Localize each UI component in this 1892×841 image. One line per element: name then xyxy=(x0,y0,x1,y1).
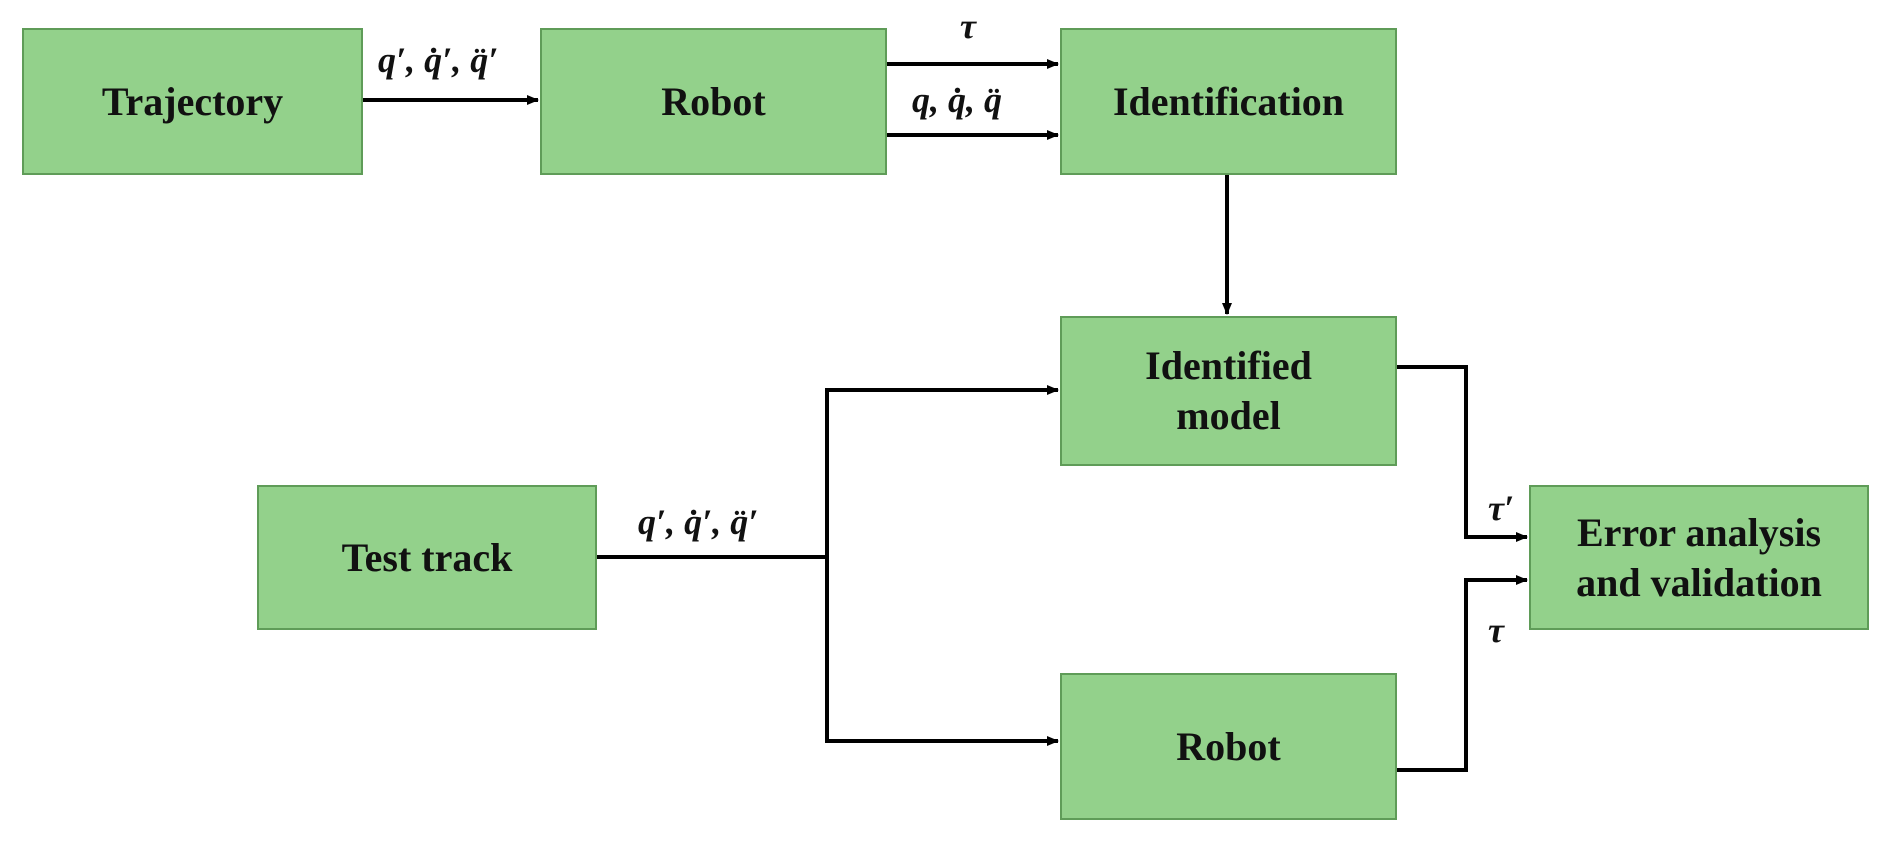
test-track-label: Test track xyxy=(341,534,513,580)
test-track-box: Test track xyxy=(257,485,597,630)
edge-label-q-top: q, q̇, q̈ xyxy=(912,80,1002,120)
arrow-branch-to-robot xyxy=(825,557,1059,746)
identification-box: Identification xyxy=(1060,28,1397,175)
robot-box-bottom: Robot xyxy=(1060,673,1397,820)
arrow-branch-to-model xyxy=(825,385,1059,557)
arrow-model-to-error xyxy=(1397,365,1528,542)
arrow-robot-to-error xyxy=(1397,575,1528,772)
robot-top-label: Robot xyxy=(661,78,766,124)
edge-label-trajectory-to-robot: q′, q̇′, q̈′ xyxy=(378,40,499,80)
identification-label: Identification xyxy=(1112,78,1345,124)
robot-box-top: Robot xyxy=(540,28,887,175)
edge-label-tau-top: τ xyxy=(960,6,976,46)
edge-label-test-track-out: q′, q̇′, q̈′ xyxy=(638,502,759,542)
identified-model-label: Identified model xyxy=(1145,343,1312,438)
error-analysis-box: Error analysis and validation xyxy=(1529,485,1869,630)
error-analysis-label: Error analysis and validation xyxy=(1576,509,1822,605)
trajectory-box: Trajectory xyxy=(22,28,363,175)
identified-model-box: Identified model xyxy=(1060,316,1397,466)
edge-label-tau-bottom: τ xyxy=(1488,610,1504,650)
edge-label-tau-prime: τ′ xyxy=(1488,488,1515,528)
robot-bottom-label: Robot xyxy=(1176,723,1281,769)
trajectory-label: Trajectory xyxy=(101,78,284,124)
